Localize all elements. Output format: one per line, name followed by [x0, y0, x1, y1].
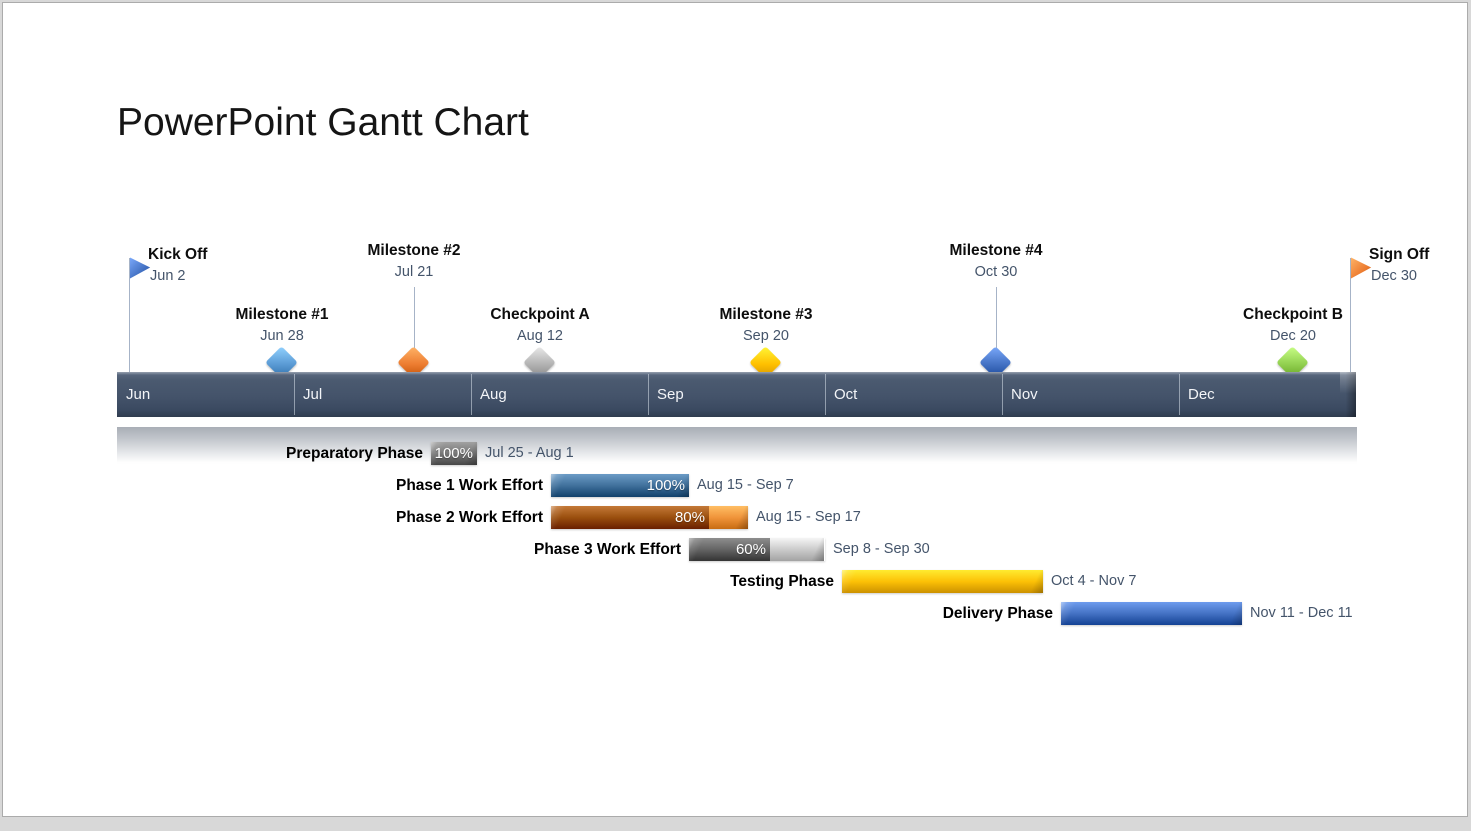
milestone-date: Jul 21	[394, 264, 434, 280]
milestone-date: Oct 30	[974, 264, 1018, 280]
task-bar[interactable]	[842, 570, 1043, 593]
milestone-connector-line	[414, 287, 415, 372]
task-bar[interactable]	[1061, 602, 1242, 625]
task-bar-complete-segment: 100%	[431, 442, 477, 465]
month-label: Aug	[480, 386, 507, 403]
task-label: Preparatory Phase	[286, 445, 423, 462]
task-date-range: Aug 15 - Sep 17	[756, 509, 861, 525]
task-date-range: Nov 11 - Dec 11	[1250, 605, 1353, 621]
milestone-title: Sign Off	[1369, 246, 1430, 263]
timeline-shadow	[117, 427, 1357, 465]
month-label: Dec	[1188, 386, 1215, 403]
task-date-range: Aug 15 - Sep 7	[697, 477, 794, 493]
task-bar[interactable]: 100%	[431, 442, 477, 465]
task-date-range: Oct 4 - Nov 7	[1051, 573, 1137, 589]
month-separator	[825, 374, 826, 415]
task-bar[interactable]: 80%	[551, 506, 748, 529]
task-label: Phase 2 Work Effort	[395, 509, 543, 526]
milestone-title: Kick Off	[148, 246, 208, 263]
milestone-title: Milestone #3	[719, 306, 813, 323]
task-bar-remaining-segment	[709, 506, 748, 529]
task-percent-label: 100%	[434, 445, 473, 462]
chart-title[interactable]: PowerPoint Gantt Chart	[117, 101, 529, 144]
task-date-range: Sep 8 - Sep 30	[833, 541, 930, 557]
task-bar[interactable]: 60%	[689, 538, 825, 561]
milestone-title: Milestone #2	[367, 242, 461, 259]
milestone-date: Jun 28	[260, 328, 304, 344]
month-separator	[294, 374, 295, 415]
task-label: Delivery Phase	[942, 605, 1053, 622]
milestone-date: Jun 2	[150, 268, 186, 284]
milestone-title: Checkpoint B	[1243, 306, 1343, 323]
task-percent-label: 100%	[646, 477, 685, 494]
month-label: Jun	[126, 386, 151, 403]
milestone-title: Checkpoint A	[490, 306, 590, 323]
task-bar-remaining-segment	[770, 538, 824, 561]
milestone-date: Aug 12	[517, 328, 563, 344]
month-separator	[1002, 374, 1003, 415]
task-bar-complete-segment: 80%	[551, 506, 709, 529]
milestone-date: Dec 20	[1270, 328, 1316, 344]
month-label: Oct	[834, 386, 858, 403]
milestone-date: Sep 20	[743, 328, 789, 344]
task-bar[interactable]: 100%	[551, 474, 689, 497]
task-bar-complete-segment: 100%	[551, 474, 689, 497]
month-separator	[471, 374, 472, 415]
task-date-range: Jul 25 - Aug 1	[485, 445, 574, 461]
task-percent-label: 80%	[674, 509, 705, 526]
month-label: Sep	[657, 386, 684, 403]
task-bar-complete-segment: 60%	[689, 538, 770, 561]
task-bar-complete-segment	[842, 570, 1043, 593]
task-percent-label: 60%	[735, 541, 766, 558]
flag-pole-line	[1350, 258, 1351, 372]
task-label: Phase 3 Work Effort	[533, 541, 681, 558]
milestone-title: Milestone #4	[949, 242, 1043, 259]
task-label: Testing Phase	[730, 573, 834, 590]
timeline-endcap	[1340, 372, 1356, 417]
month-separator	[1179, 374, 1180, 415]
task-label: Phase 1 Work Effort	[395, 477, 543, 494]
flag-pole-line	[129, 258, 130, 372]
task-bar-complete-segment	[1061, 602, 1242, 625]
milestone-date: Dec 30	[1371, 268, 1417, 284]
milestone-connector-line	[996, 287, 997, 372]
month-label: Jul	[303, 386, 323, 403]
month-label: Nov	[1011, 386, 1038, 403]
month-separator	[648, 374, 649, 415]
milestone-title: Milestone #1	[235, 306, 329, 323]
timeline-bar[interactable]: Jun Jul Aug Sep Oct Nov Dec	[117, 372, 1356, 417]
